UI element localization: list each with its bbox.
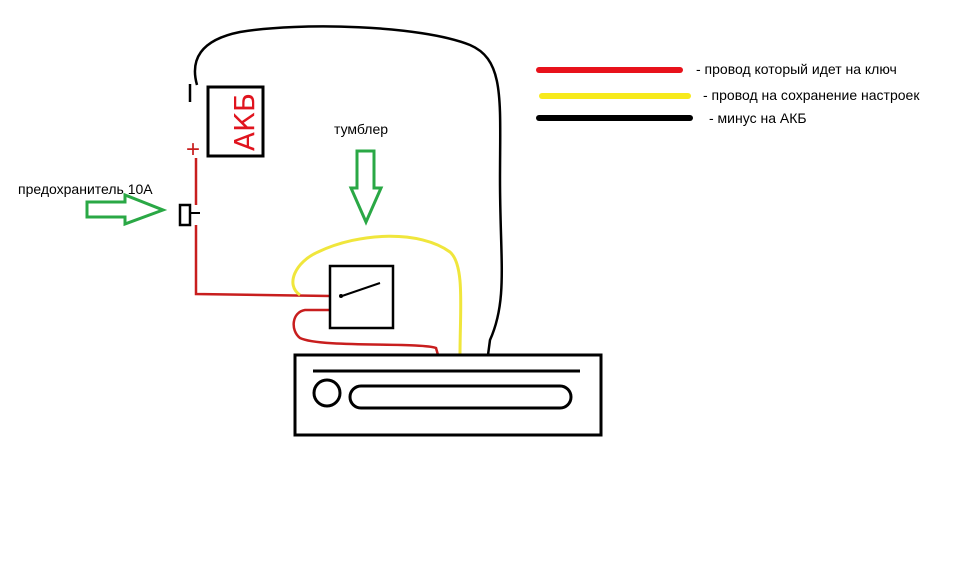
radio-cd-slot xyxy=(348,384,573,410)
yellow-wire xyxy=(291,234,463,356)
fuse-label: предохранитель 10А xyxy=(18,181,153,197)
battery-label: АКБ xyxy=(228,93,261,151)
toggle-lever xyxy=(341,282,381,297)
minus-wire xyxy=(193,25,504,356)
battery xyxy=(206,85,265,158)
legend-text-settings-wire: - провод на сохранение настроек xyxy=(703,87,920,103)
radio-knob xyxy=(312,378,342,408)
legend-text-key-wire: - провод который идет на ключ xyxy=(696,61,897,77)
toggle-label: тумблер xyxy=(334,121,389,137)
toggle-pivot xyxy=(339,294,343,298)
legend-text-minus-wire: - минус на АКБ xyxy=(709,110,807,126)
fuse-arrow xyxy=(85,192,168,227)
toggle-arrow xyxy=(348,149,384,226)
battery-plus-sign: + xyxy=(186,136,200,163)
red-wire-toggle-to-radio xyxy=(292,308,440,356)
red-wire-fuse-to-toggle xyxy=(194,225,331,298)
fuse xyxy=(178,203,192,227)
